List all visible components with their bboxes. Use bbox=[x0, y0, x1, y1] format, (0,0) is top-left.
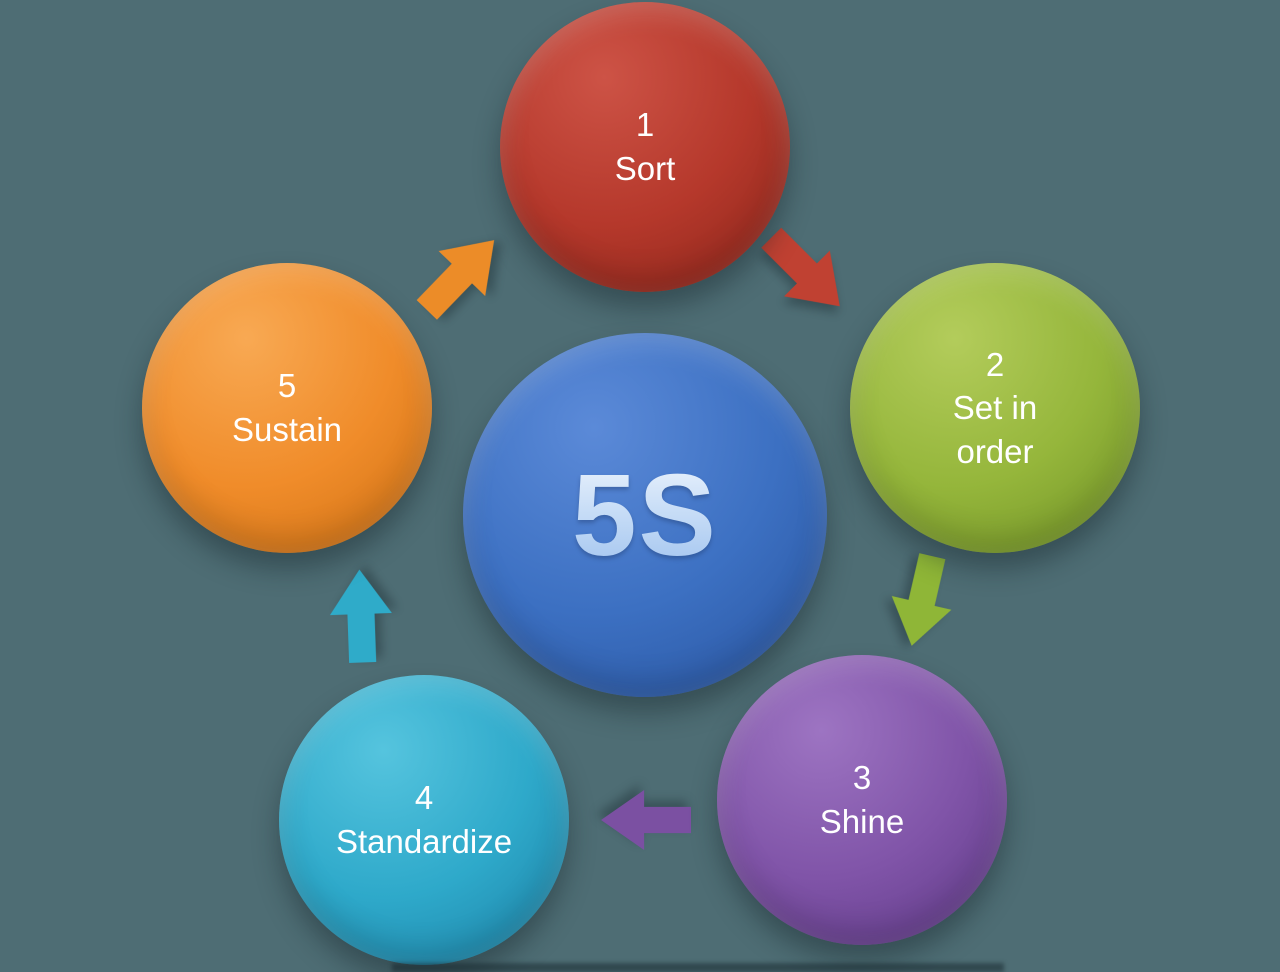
step-circle-sort: 1 Sort bbox=[500, 2, 790, 292]
step-number: 3 bbox=[852, 759, 872, 797]
arrow-path bbox=[761, 227, 840, 307]
step-label: Sustain bbox=[231, 411, 343, 448]
arrow-shine-to-standardize-icon bbox=[601, 789, 691, 851]
step-label: Sort bbox=[614, 150, 676, 187]
arrow-path bbox=[891, 553, 952, 646]
step-number: 1 bbox=[635, 106, 655, 144]
center-circle: 5S bbox=[463, 333, 827, 697]
step-circle-sustain: 5 Sustain bbox=[142, 263, 432, 553]
arrow-shape bbox=[891, 553, 952, 646]
arrow-shape bbox=[601, 790, 691, 850]
arrow-path bbox=[601, 790, 691, 850]
arrow-path bbox=[329, 569, 392, 663]
step-label: Shine bbox=[819, 803, 905, 840]
arrow-sustain-to-sort-icon bbox=[403, 217, 518, 333]
step-circle-set-in-order: 2 Set in order bbox=[850, 263, 1140, 553]
step-label: Set in order bbox=[952, 389, 1038, 470]
arrow-set-in-order-to-shine-icon bbox=[881, 549, 962, 653]
arrow-path bbox=[416, 240, 495, 320]
step-number: 5 bbox=[277, 367, 297, 405]
step-number: 2 bbox=[985, 345, 1005, 383]
step-circle-standardize: 4 Standardize bbox=[279, 675, 569, 965]
bottom-shadow bbox=[392, 963, 1004, 972]
step-label: Standardize bbox=[335, 823, 513, 860]
arrow-shape bbox=[761, 227, 840, 307]
arrow-sort-to-set-in-order-icon bbox=[748, 214, 863, 329]
center-label: 5S bbox=[572, 450, 718, 580]
arrow-shape bbox=[416, 240, 495, 320]
arrow-standardize-to-sustain-icon bbox=[328, 568, 393, 664]
arrow-shape bbox=[329, 569, 392, 663]
step-number: 4 bbox=[414, 779, 434, 817]
step-circle-shine: 3 Shine bbox=[717, 655, 1007, 945]
